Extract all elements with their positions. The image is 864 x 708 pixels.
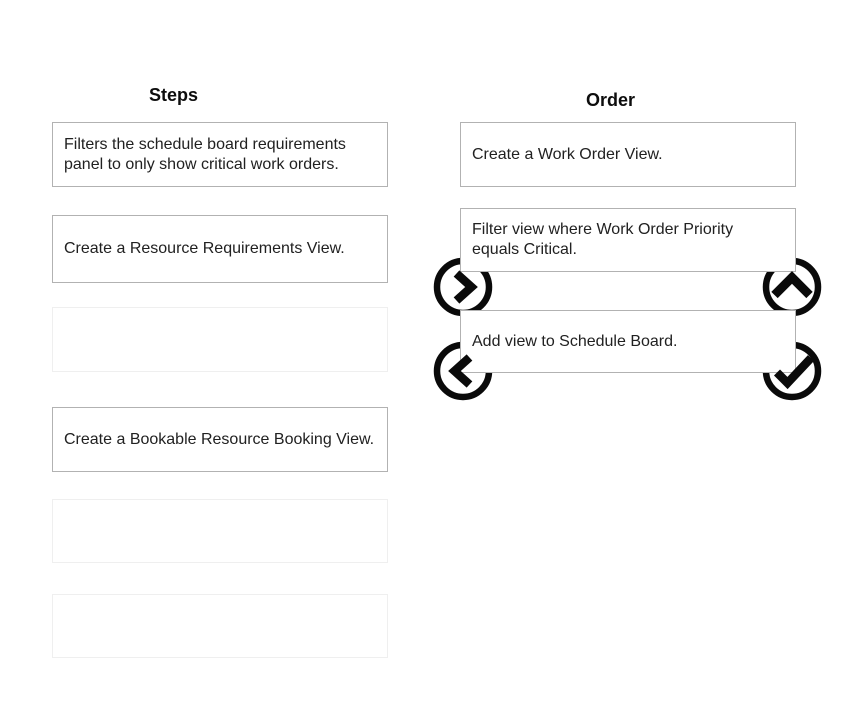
order-item-label: Filter view where Work Order Priority eq… (472, 221, 734, 258)
move-left-button[interactable] (431, 339, 495, 403)
order-item-label: Create a Work Order View. (472, 145, 663, 163)
steps-item-card[interactable]: Filters the schedule board requirements … (52, 122, 388, 187)
empty-slot[interactable] (52, 499, 388, 563)
move-right-button[interactable] (431, 255, 495, 319)
confirm-button[interactable] (760, 339, 824, 403)
chevron-right-icon (453, 270, 478, 304)
chevron-up-icon (771, 271, 813, 299)
move-up-button[interactable] (760, 255, 824, 319)
steps-item-card[interactable]: Create a Bookable Resource Booking View. (52, 407, 388, 472)
order-column-title: Order (586, 90, 636, 110)
steps-item-label: Create a Bookable Resource Booking View. (64, 430, 375, 448)
empty-slot[interactable] (52, 594, 388, 658)
order-item-card[interactable]: Filter view where Work Order Priority eq… (460, 208, 796, 272)
steps-item-label: Filters the schedule board requirements … (64, 135, 346, 173)
checkmark-icon (773, 355, 815, 390)
empty-slot[interactable] (52, 307, 388, 372)
steps-item-card[interactable]: Create a Resource Requirements View. (52, 215, 388, 283)
steps-item-label: Create a Resource Requirements View. (64, 240, 345, 257)
chevron-left-icon (448, 354, 473, 388)
steps-column-title: Steps (149, 85, 199, 105)
order-item-card[interactable]: Create a Work Order View. (460, 122, 796, 187)
order-item-label: Add view to Schedule Board. (472, 332, 678, 350)
order-item-card[interactable]: Add view to Schedule Board. (460, 310, 796, 373)
